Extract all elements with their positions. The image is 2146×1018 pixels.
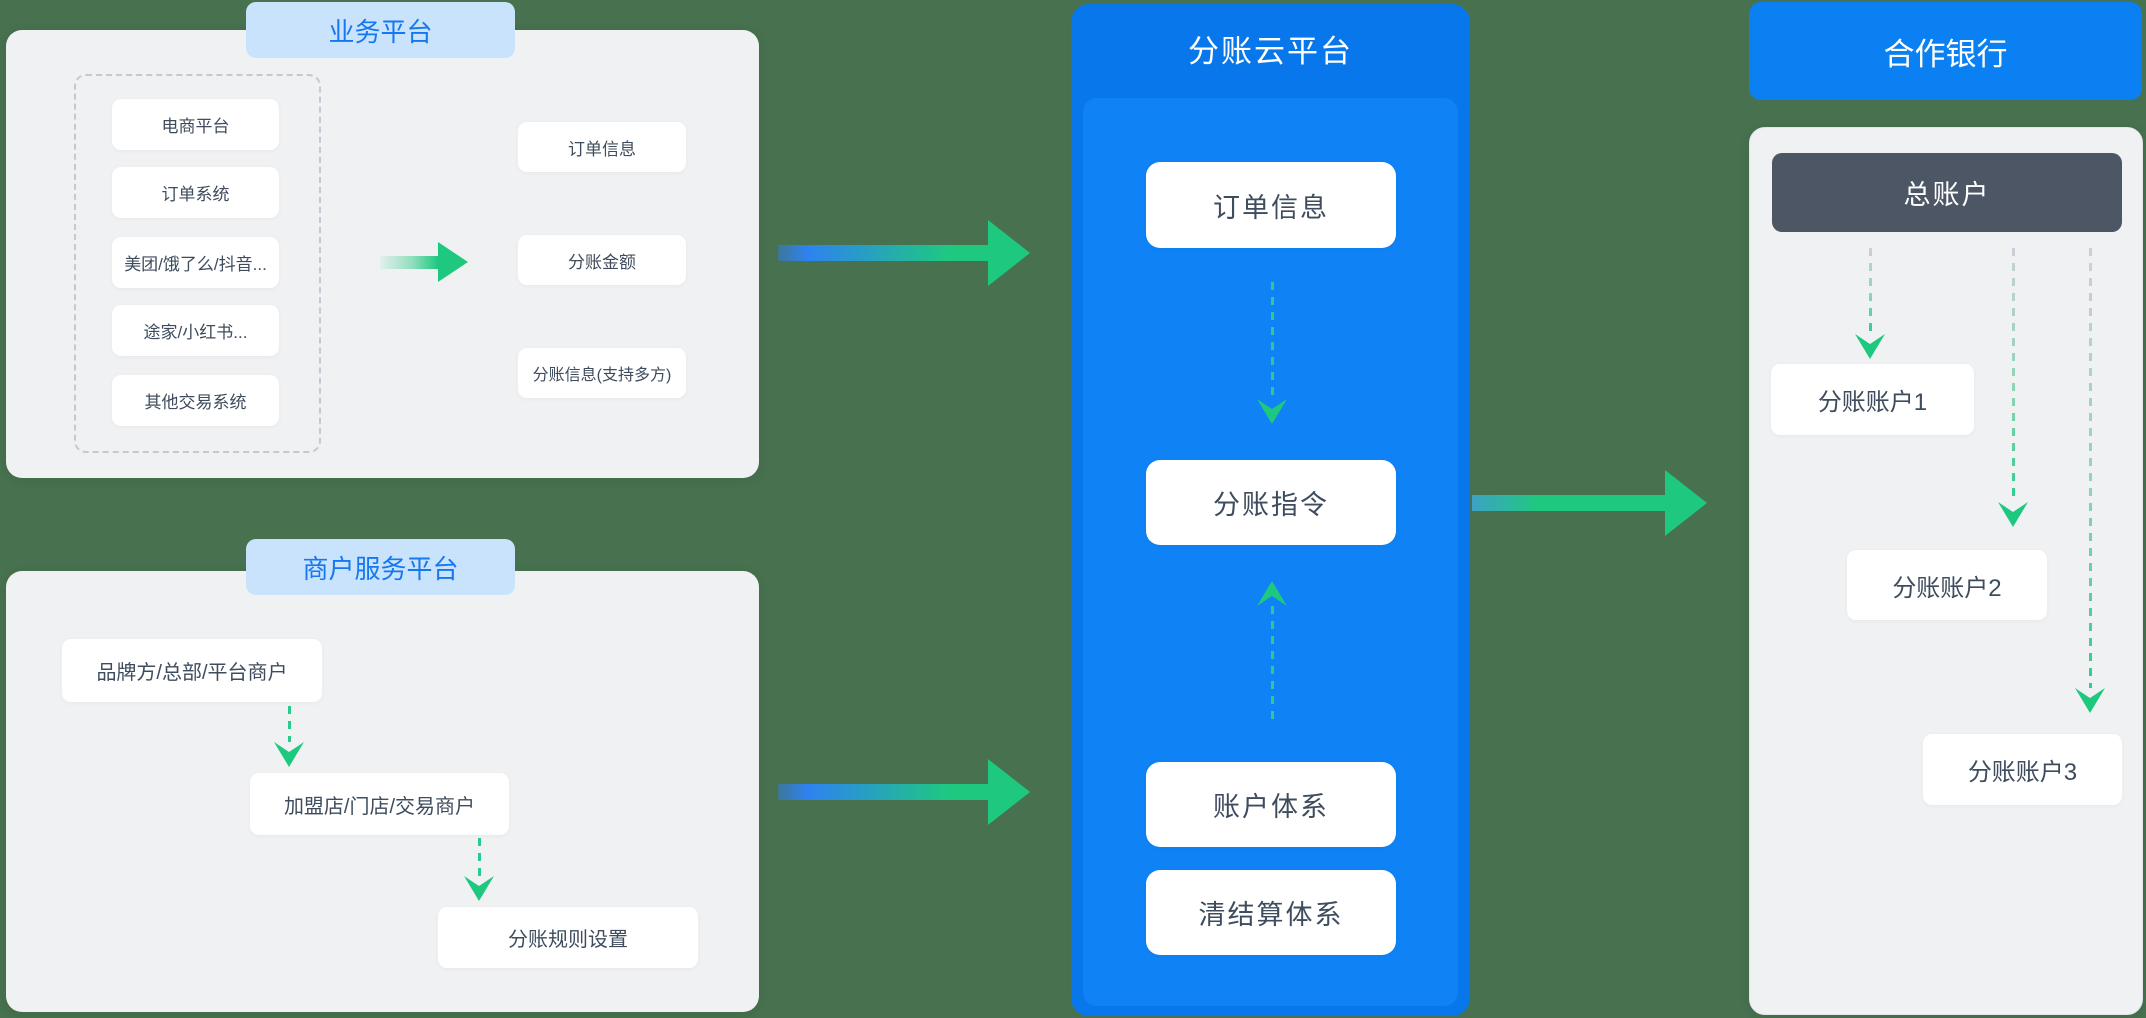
cloud-platform-title: 分账云平台: [1188, 34, 1353, 69]
arrow-head-icon: [2075, 688, 2105, 713]
split-instruction-box: 分账指令: [1146, 460, 1396, 545]
bank-panel: 总账户 分账账户1 分账账户2 分账账户3: [1749, 127, 2143, 1015]
merchant-platform-title-pill: 商户服务平台: [246, 539, 515, 595]
source-system-box: 订单系统: [112, 167, 279, 218]
arrow-head-icon: [1257, 581, 1287, 606]
dashed-line: [1270, 282, 1274, 399]
arrow-shaft: [778, 784, 988, 800]
flow-arrow-merchant-to-cloud: [778, 759, 1030, 825]
business-platform-title: 业务平台: [328, 16, 433, 47]
source-system-label: 订单系统: [161, 185, 230, 204]
rule-node-box: 分账规则设置: [438, 907, 698, 968]
dashed-line: [477, 838, 481, 876]
dashed-line-master-to-sub1: [1855, 248, 1885, 359]
source-systems-dashed-group: [74, 74, 321, 453]
arrow-shaft: [380, 255, 438, 269]
master-account-label: 总账户: [1903, 180, 1991, 210]
output-box: 分账金额: [518, 235, 686, 285]
dashed-line-master-to-sub2: [1998, 248, 2028, 527]
bank-title-pill: 合作银行: [1749, 2, 2142, 100]
sub-account-box-2: 分账账户2: [1847, 550, 2047, 620]
business-platform-title-pill: 业务平台: [246, 2, 515, 58]
flow-arrow-business-to-cloud: [778, 220, 1030, 286]
rule-node-label: 分账规则设置: [508, 929, 628, 951]
store-node-label: 加盟店/门店/交易商户: [283, 795, 476, 818]
arrow-head-icon: [1257, 399, 1287, 424]
dashed-arrow-store-to-rule: [464, 838, 494, 901]
sub-account-label: 分账账户1: [1817, 389, 1928, 416]
merchant-platform-panel: 品牌方/总部/平台商户 加盟店/门店/交易商户 分账规则设置: [6, 571, 759, 1012]
arrow-head-icon: [438, 242, 468, 282]
brand-node-box: 品牌方/总部/平台商户: [62, 639, 322, 702]
output-label: 订单信息: [568, 139, 636, 159]
source-system-label: 其他交易系统: [144, 393, 247, 412]
merge-arrow-icon: [380, 242, 468, 282]
dashed-line: [2011, 248, 2015, 502]
source-system-label: 美团/饿了么/抖音...: [124, 255, 267, 274]
cloud-panel-body: [1083, 98, 1458, 1006]
dashed-line-master-to-sub3: [2075, 248, 2105, 713]
dashed-arrow-order-to-instruction: [1257, 282, 1287, 424]
source-system-box: 美团/饿了么/抖音...: [112, 237, 279, 288]
arrow-head-icon: [1998, 502, 2028, 527]
master-account-box: 总账户: [1772, 153, 2122, 232]
source-system-label: 电商平台: [161, 117, 230, 136]
sub-account-box-3: 分账账户3: [1923, 734, 2122, 805]
cloud-platform-panel: 分账云平台 订单信息 分账指令 账户体系 清结算体系: [1071, 4, 1470, 1016]
store-node-box: 加盟店/门店/交易商户: [250, 773, 509, 835]
output-label: 分账信息(支持多方): [532, 367, 672, 384]
source-system-box: 途家/小红书...: [112, 305, 279, 356]
account-system-box: 账户体系: [1146, 762, 1396, 847]
merchant-platform-title: 商户服务平台: [302, 553, 459, 584]
output-box: 分账信息(支持多方): [518, 348, 686, 398]
output-box: 订单信息: [518, 122, 686, 172]
split-instruction-label: 分账指令: [1213, 490, 1329, 520]
account-system-label: 账户体系: [1213, 792, 1329, 822]
sub-account-label: 分账账户3: [1967, 759, 2078, 786]
arrow-shaft: [1472, 495, 1665, 511]
arrow-head-icon: [988, 220, 1030, 286]
arrow-head-icon: [1855, 334, 1885, 359]
sub-account-label: 分账账户2: [1892, 574, 2002, 602]
dashed-line: [1868, 248, 1872, 334]
dashed-line: [287, 706, 291, 742]
dashed-arrow-account-to-instruction: [1257, 581, 1287, 722]
order-info-box: 订单信息: [1146, 162, 1396, 248]
output-label: 分账金额: [568, 252, 636, 272]
source-system-box: 电商平台: [112, 99, 279, 150]
arrow-head-icon: [274, 742, 304, 767]
settlement-system-label: 清结算体系: [1198, 900, 1344, 930]
arrow-shaft: [778, 245, 988, 261]
arrow-head-icon: [1665, 470, 1707, 536]
order-info-label: 订单信息: [1213, 192, 1329, 223]
sub-account-box-1: 分账账户1: [1771, 364, 1974, 435]
source-system-label: 途家/小红书...: [143, 323, 248, 342]
source-system-box: 其他交易系统: [112, 375, 279, 426]
bank-title: 合作银行: [1883, 36, 2008, 72]
settlement-system-box: 清结算体系: [1146, 870, 1396, 955]
arrow-head-icon: [988, 759, 1030, 825]
dashed-arrow-brand-to-store: [274, 706, 304, 767]
brand-node-label: 品牌方/总部/平台商户: [96, 662, 288, 684]
dashed-line: [1270, 606, 1274, 722]
flow-arrow-cloud-to-bank: [1472, 470, 1707, 536]
arrow-head-icon: [464, 876, 494, 901]
business-platform-panel: 电商平台 订单系统 美团/饿了么/抖音... 途家/小红书... 其他交易系统 …: [6, 30, 759, 478]
dashed-line: [2088, 248, 2092, 688]
